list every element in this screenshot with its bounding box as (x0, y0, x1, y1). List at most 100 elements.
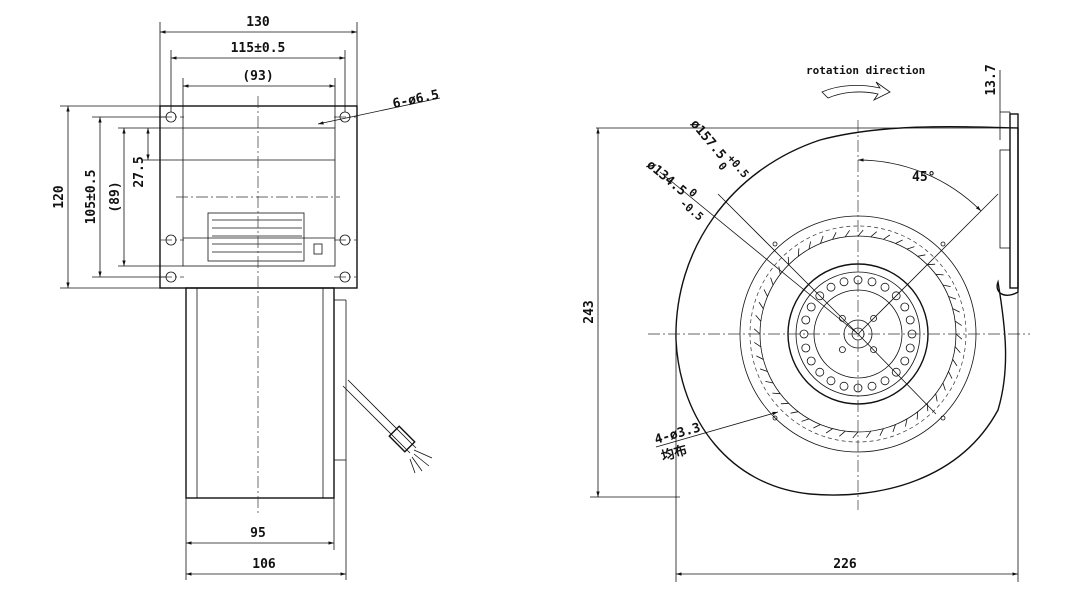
rotor-hole (801, 315, 811, 325)
impeller-blade (765, 381, 774, 384)
impeller-blade (820, 235, 824, 244)
impeller-blade (935, 393, 938, 402)
impeller-blade (852, 431, 859, 439)
rotation-arrow (821, 81, 891, 102)
impeller-blade (756, 355, 764, 360)
rotor-hole (900, 356, 910, 366)
impeller-blade (813, 424, 821, 429)
dim-screw-holes: 4-ø3.3 (653, 420, 702, 447)
dim-inner-width: (93) (242, 69, 273, 84)
impeller-blade (763, 289, 768, 297)
impeller-blade (759, 368, 768, 372)
impeller-blade (870, 231, 877, 238)
dim-outlet-thickness: 13.7 (984, 64, 999, 95)
dim-angle: 45° (912, 170, 935, 185)
scroll-housing (675, 125, 1019, 496)
rotor-hole (806, 302, 816, 312)
rotor-hole (905, 315, 915, 325)
hub-hole (870, 346, 877, 354)
motor-body (185, 96, 347, 515)
impeller-blade (954, 320, 962, 326)
dim-hole-pitch-vertical: 105±0.5 (84, 170, 99, 225)
rotor-hole (839, 381, 849, 391)
rotor-hole (801, 343, 811, 353)
impeller-blade (839, 430, 846, 437)
impeller-blade (825, 428, 833, 434)
cable (342, 379, 433, 474)
dim-offset: 27.5 (132, 156, 147, 187)
dim-hole-pitch: 115±0.5 (231, 41, 286, 56)
impeller-blade (942, 284, 951, 287)
dim-body-width: 95 (250, 526, 266, 541)
dim-outer-diameter-upper-tol: +0.5 (724, 152, 751, 181)
impeller-blade (778, 266, 781, 275)
impeller-blade (955, 333, 963, 340)
impeller-blade (952, 308, 960, 313)
impeller-blade (883, 234, 891, 240)
impeller-blade (866, 430, 872, 438)
rotor-hole (806, 356, 816, 366)
impeller-blade (906, 246, 915, 250)
impeller-blade (905, 418, 908, 427)
impeller-blade (917, 254, 926, 257)
rotor-hole (880, 282, 890, 292)
rotor-hole (891, 291, 901, 301)
impeller-blade (801, 418, 810, 422)
hub-hole (839, 346, 846, 354)
dim-overall-height: 120 (52, 185, 67, 209)
rotor-hole (826, 282, 836, 292)
impeller-blade (758, 301, 764, 309)
impeller-blade (952, 359, 958, 367)
impeller-blade (926, 403, 929, 412)
dim-overall-width: 130 (246, 15, 270, 30)
rotor-hole (900, 302, 910, 312)
rotor-hole (839, 277, 849, 287)
dim-width: 226 (833, 557, 857, 572)
dim-screw-note: 均布 (660, 442, 689, 465)
rotor-hole (905, 343, 915, 353)
impeller-blade (916, 411, 919, 420)
dim-inner-diameter-lower-tol: -0.5 (677, 197, 706, 224)
front-view: 45° rotation direction 13.7 ø157.5 +0.5 … (582, 64, 1030, 582)
impeller-blade (954, 346, 961, 353)
rotor-hole (867, 277, 877, 287)
impeller-blade (948, 296, 957, 300)
impeller-blade (787, 256, 790, 265)
rotor-hole (826, 376, 836, 386)
impeller-blade (770, 277, 774, 286)
dim-outer-diameter: ø157.5 (687, 117, 729, 163)
rotor-hole (880, 376, 890, 386)
impeller-blade (780, 402, 789, 405)
rotor-holes (799, 275, 917, 393)
impeller-blade (927, 263, 936, 266)
impeller-blades (753, 229, 963, 439)
impeller-blade (844, 230, 850, 238)
dim-inner-height: (89) (108, 181, 123, 212)
impeller-blade (895, 239, 903, 244)
impeller-blade (755, 315, 762, 322)
dim-body-overall: 106 (252, 557, 276, 572)
side-view: 130 115±0.5 (93) 6-ø6.5 120 105±0.5 (89) (52, 15, 440, 580)
outlet-flange (596, 113, 1019, 289)
impeller-blade (892, 424, 896, 433)
dim-height: 243 (582, 300, 597, 323)
impeller-blade (772, 392, 781, 395)
impeller-blade (857, 229, 864, 237)
dim-mount-holes: 6-ø6.5 (391, 88, 440, 112)
impeller-blade (754, 342, 762, 348)
rotor-hole (815, 291, 825, 301)
impeller-side (176, 196, 340, 262)
impeller-blade (942, 382, 946, 391)
impeller-blade (808, 241, 811, 250)
impeller-blade (948, 371, 953, 379)
impeller-blade (832, 232, 837, 240)
rotor-hole (867, 381, 877, 391)
rotation-label: rotation direction (806, 64, 925, 77)
rotor-hole (891, 367, 901, 377)
impeller-blade (935, 273, 944, 276)
impeller-blade (753, 328, 761, 335)
rotor-hole (815, 367, 825, 377)
impeller-blade (797, 248, 800, 257)
impeller-blade (879, 428, 884, 436)
